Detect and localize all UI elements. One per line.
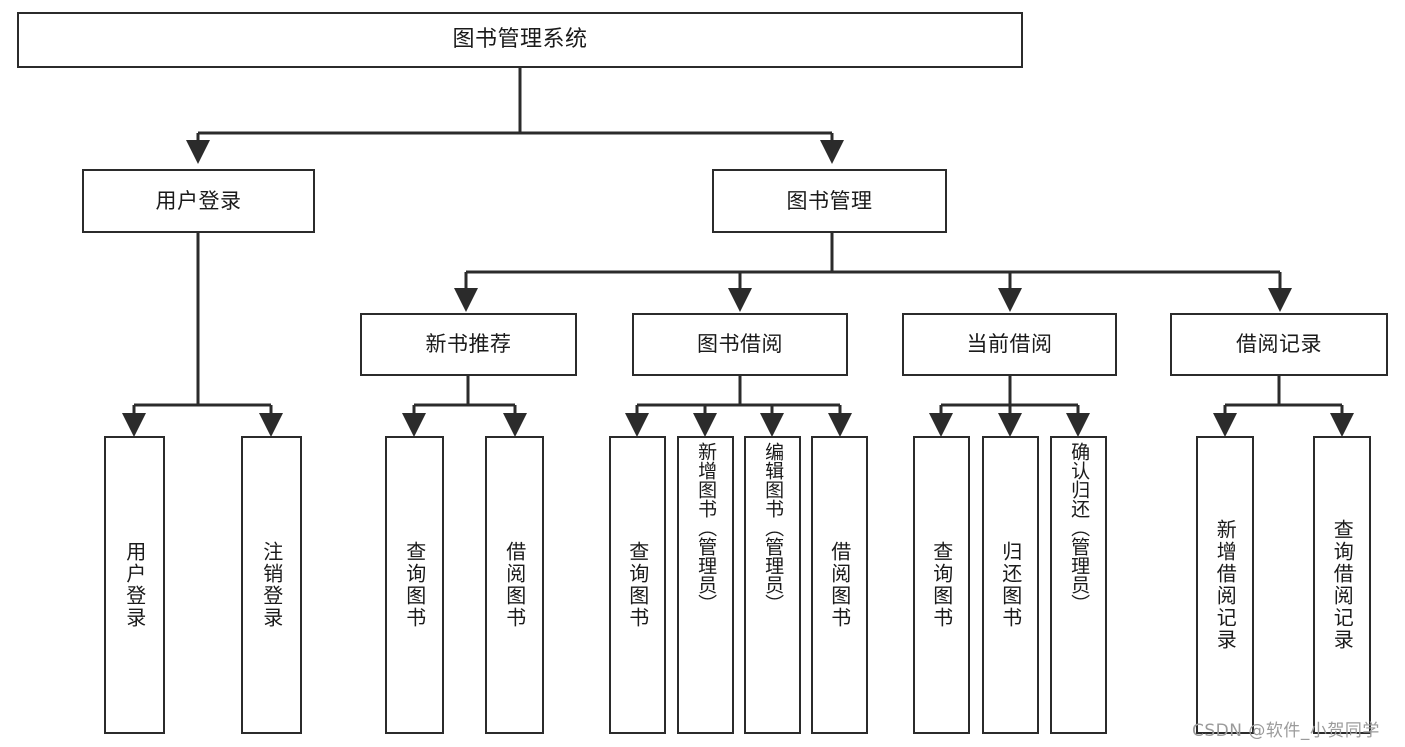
node-label: 用户登录 <box>155 188 242 213</box>
node-label: 图书借阅 <box>697 332 783 357</box>
node-label: 图书管理 <box>786 188 873 213</box>
leaf-return-book[interactable]: 归还图书 <box>982 436 1039 734</box>
node-book-borrow[interactable]: 图书借阅 <box>632 313 848 376</box>
leaf-add-book[interactable]: 新增图书（管理员） <box>677 436 734 734</box>
node-label: 确认归还（管理员） <box>1068 442 1091 613</box>
node-new-book-recommend[interactable]: 新书推荐 <box>360 313 577 376</box>
node-label: 查询图书 <box>929 541 954 629</box>
node-label: 编辑图书（管理员） <box>762 442 785 613</box>
leaf-add-borrow-record[interactable]: 新增借阅记录 <box>1196 436 1254 734</box>
node-borrow-record[interactable]: 借阅记录 <box>1170 313 1388 376</box>
node-label: 归还图书 <box>998 541 1023 629</box>
csdn-watermark: CSDN @软件_小贺同学 <box>1192 721 1380 741</box>
node-label: 用户登录 <box>122 541 147 629</box>
node-label: 借阅图书 <box>827 541 852 629</box>
leaf-query-book-recommend[interactable]: 查询图书 <box>385 436 444 734</box>
node-label: 新书推荐 <box>425 332 512 357</box>
leaf-edit-book[interactable]: 编辑图书（管理员） <box>744 436 801 734</box>
node-label: 借阅图书 <box>502 541 527 629</box>
leaf-logout-login[interactable]: 注销登录 <box>241 436 302 734</box>
node-label: 图书管理系统 <box>452 27 588 53</box>
node-root-system[interactable]: 图书管理系统 <box>17 12 1023 68</box>
node-label: 注销登录 <box>259 541 284 629</box>
leaf-query-book-borrow[interactable]: 查询图书 <box>609 436 666 734</box>
leaf-query-borrow-record[interactable]: 查询借阅记录 <box>1313 436 1371 734</box>
leaf-borrow-book[interactable]: 借阅图书 <box>811 436 868 734</box>
leaf-query-book-current[interactable]: 查询图书 <box>913 436 970 734</box>
node-label: 当前借阅 <box>966 332 1053 357</box>
node-book-manage[interactable]: 图书管理 <box>712 169 947 233</box>
node-label: 查询图书 <box>625 541 650 629</box>
node-current-borrow[interactable]: 当前借阅 <box>902 313 1117 376</box>
node-label: 新增图书（管理员） <box>695 442 718 613</box>
leaf-confirm-return[interactable]: 确认归还（管理员） <box>1050 436 1107 734</box>
node-user-login[interactable]: 用户登录 <box>82 169 315 233</box>
leaf-borrow-book-recommend[interactable]: 借阅图书 <box>485 436 544 734</box>
leaf-user-login[interactable]: 用户登录 <box>104 436 165 734</box>
node-label: 查询图书 <box>402 541 427 629</box>
node-label: 新增借阅记录 <box>1213 519 1238 651</box>
node-label: 查询借阅记录 <box>1330 519 1355 651</box>
node-label: 借阅记录 <box>1236 332 1322 357</box>
